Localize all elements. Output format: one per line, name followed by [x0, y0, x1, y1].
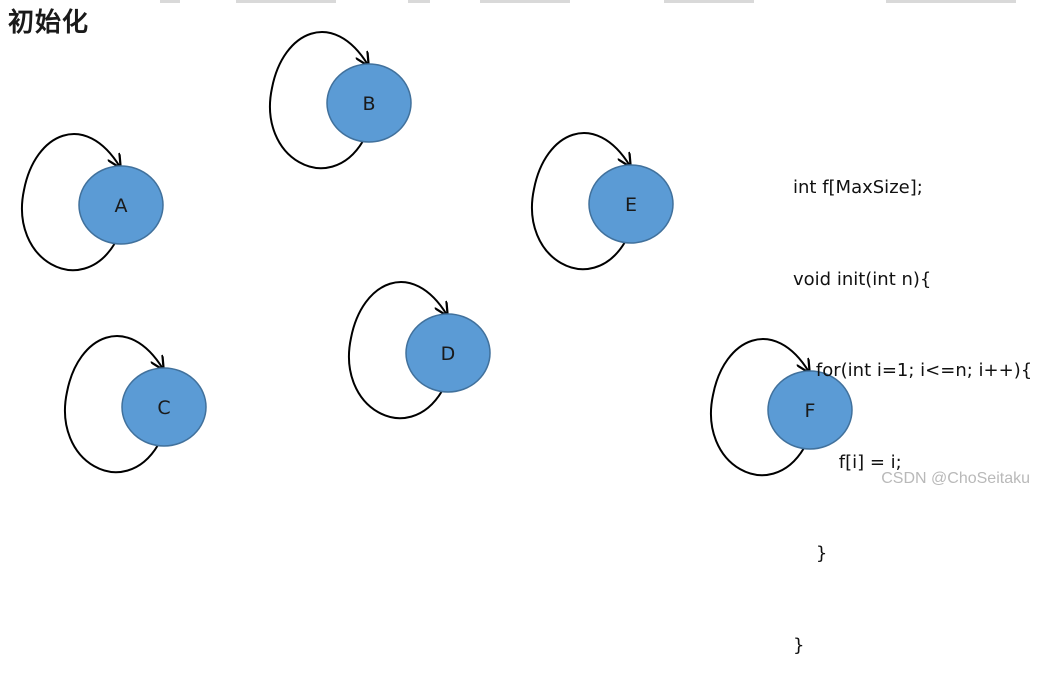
code-line: for(int i=1; i<=n; i++){ — [793, 360, 1033, 381]
node-label-E: E — [625, 194, 637, 216]
node-B: B — [269, 31, 412, 170]
top-strip-3 — [408, 0, 430, 3]
code-line: } — [793, 634, 805, 656]
node-label-D: D — [441, 343, 456, 365]
code-block: int f[MaxSize]; void init(int n){ for(in… — [793, 112, 1032, 692]
top-strip-2 — [236, 0, 336, 3]
top-strip-4 — [480, 0, 570, 3]
self-loop-A — [21, 133, 120, 272]
watermark: CSDN @ChoSeitaku — [881, 470, 1030, 487]
code-line: f[i] = i; — [793, 451, 902, 473]
self-loop-F — [710, 338, 809, 477]
node-circle-D — [405, 313, 491, 393]
node-E: E — [531, 132, 674, 271]
union-find-diagram: A B C D E F — [21, 31, 853, 477]
node-label-B: B — [362, 93, 375, 115]
self-loop-B — [269, 31, 368, 170]
self-loop-C — [64, 335, 163, 474]
node-circle-C — [121, 367, 207, 447]
node-A: A — [21, 133, 164, 272]
node-F: F — [710, 338, 853, 477]
self-loop-D — [348, 281, 447, 420]
code-line: int f[MaxSize]; — [793, 177, 923, 198]
page-title: 初始化 — [8, 8, 90, 38]
node-label-A: A — [115, 195, 128, 217]
node-circle-B — [326, 63, 412, 143]
node-circle-E — [588, 164, 674, 244]
node-circle-A — [78, 165, 164, 245]
node-circle-F — [767, 370, 853, 450]
code-line: void init(int n){ — [793, 268, 932, 290]
top-strip-6 — [886, 0, 1016, 3]
self-loop-E — [531, 132, 630, 271]
top-strip-1 — [160, 0, 180, 3]
node-C: C — [64, 335, 207, 474]
node-D: D — [348, 281, 491, 420]
node-label-F: F — [805, 400, 816, 422]
code-line: } — [793, 543, 828, 564]
top-strip-5 — [664, 0, 754, 3]
node-label-C: C — [157, 397, 170, 419]
